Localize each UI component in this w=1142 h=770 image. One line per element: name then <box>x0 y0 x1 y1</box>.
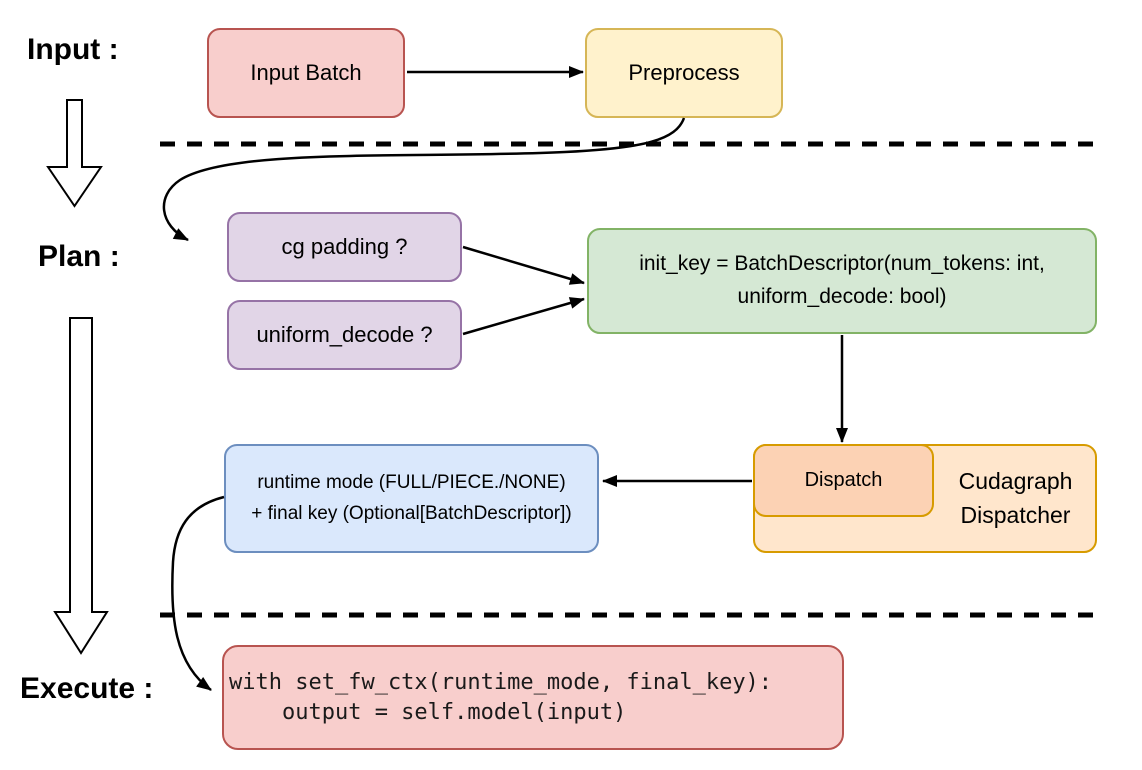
cudagraph-dispatcher-line1: Cudagraph <box>958 468 1073 495</box>
node-cg-padding-label: cg padding ? <box>281 234 408 259</box>
curve-runtime-mode-to-execute-code <box>171 495 225 692</box>
execute-code-line2: output = self.model(input) <box>229 699 627 725</box>
stage-label-input: Input : <box>27 33 119 66</box>
node-cudagraph-dispatcher-label: Cudagraph Dispatcher <box>934 444 1097 553</box>
cudagraph-dispatcher-line2: Dispatcher <box>960 501 1071 528</box>
node-init-key-line1: init_key = BatchDescriptor(num_tokens: i… <box>639 252 1045 276</box>
node-runtime-mode-line1: runtime mode (FULL/PIECE./NONE) <box>257 472 566 494</box>
node-preprocess-label: Preprocess <box>628 60 740 85</box>
node-init-key-line2: uniform_decode: bool) <box>737 285 947 308</box>
node-cg-padding: cg padding ? <box>227 212 462 282</box>
node-uniform-decode: uniform_decode ? <box>227 300 462 370</box>
node-preprocess: Preprocess <box>585 28 783 118</box>
node-input-batch: Input Batch <box>207 28 405 118</box>
arrow-cg-padding-to-init-key <box>462 245 585 285</box>
execute-code-line1: with set_fw_ctx(runtime_mode, final_key)… <box>229 669 773 695</box>
node-runtime-mode-line2: + final key (Optional[BatchDescriptor]) <box>251 502 572 524</box>
node-dispatch: Dispatch <box>753 444 934 517</box>
stage-label-execute: Execute : <box>20 672 154 705</box>
block-arrow-input-to-plan <box>46 99 103 208</box>
node-execute-code: with set_fw_ctx(runtime_mode, final_key)… <box>222 645 844 750</box>
node-input-batch-label: Input Batch <box>250 60 362 85</box>
arrow-uniform-decode-to-init-key <box>462 297 585 336</box>
node-runtime-mode: runtime mode (FULL/PIECE./NONE) + final … <box>224 444 599 553</box>
node-dispatch-label: Dispatch <box>804 469 883 491</box>
node-uniform-decode-label: uniform_decode ? <box>256 322 433 347</box>
stage-label-plan: Plan : <box>38 240 120 273</box>
node-init-key: init_key = BatchDescriptor(num_tokens: i… <box>587 228 1097 334</box>
block-arrow-plan-to-execute <box>53 317 109 655</box>
